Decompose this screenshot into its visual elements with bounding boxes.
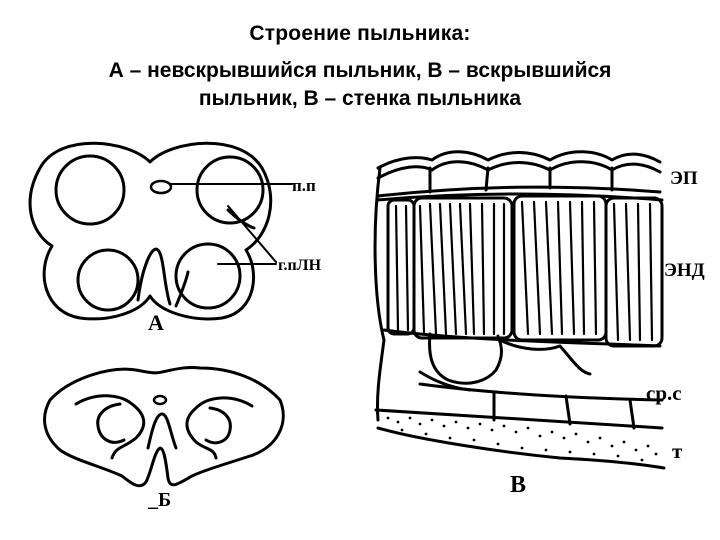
tapetum-lower-edge (376, 426, 666, 470)
figure-b-opened-anther: _Б (43, 366, 285, 511)
tapetum (374, 408, 666, 470)
pollen-sac-top-right (195, 155, 265, 225)
figure-a-unopened-anther: п.п г.пЛН А (28, 141, 322, 335)
wall-fold-a (226, 208, 256, 230)
inner-wall-b-left (74, 394, 146, 460)
figure-v-anther-wall: ЭП ЭНД ср.с т В (373, 150, 705, 498)
subtitle-line-1: А – невскрывшийся пыльник, В – вскрывший… (108, 59, 612, 82)
middle-layer-cells (428, 332, 503, 385)
inner-fold-a (136, 247, 172, 306)
inner-wall-b-right (185, 396, 254, 460)
epidermis-cuticle (376, 160, 662, 180)
endothecium-cell (412, 196, 514, 340)
connective-b (146, 412, 178, 450)
label-ep: ЭП (670, 168, 698, 189)
tapetum-upper-edge (374, 408, 664, 430)
label-end: ЭНД (664, 260, 705, 281)
anther-b-outline (43, 366, 285, 488)
label-src: ср.с (646, 381, 682, 405)
middle-layer-cell-2 (498, 338, 592, 376)
page-title: Строение пыльника: (249, 22, 471, 45)
anther-a-outline (28, 141, 273, 321)
label-t: т (672, 439, 683, 463)
epidermis-cell-wall (484, 166, 490, 192)
middle-layer-cell-wall (564, 394, 572, 426)
label-gpln: г.пЛН (278, 257, 322, 274)
leader-gpln-1 (227, 205, 277, 263)
tapetum-stipple (386, 416, 658, 462)
middle-layer-upper-edge (418, 370, 472, 392)
endothecium (376, 192, 664, 348)
endothecium-cell (604, 196, 664, 348)
endothecium-thickenings (394, 200, 654, 342)
epidermis-outer-edge (376, 150, 662, 170)
pollen-sac-bottom-right (174, 242, 242, 310)
vascular-bundle-a (149, 179, 173, 195)
middle-layer-lower-edge (418, 382, 664, 402)
letter-v: В (510, 472, 526, 498)
letter-b: _Б (147, 489, 171, 511)
pollen-sac-b-left (96, 402, 126, 444)
endothecium-cell (386, 198, 416, 336)
middle-layer (418, 332, 664, 430)
pollen-sac-b-right (204, 406, 232, 445)
vascular-bundle-b (152, 394, 168, 406)
wall-left-edge (373, 166, 386, 422)
letter-a: А (148, 310, 164, 335)
subtitle-line-2: пыльник, В – стенка пыльника (198, 87, 522, 110)
pollen-sac-top-left (54, 154, 126, 226)
middle-layer-cell-wall (628, 398, 636, 430)
epidermis-inner-edge (376, 185, 662, 198)
epidermis (376, 150, 662, 198)
pollen-sac-bottom-left (76, 248, 140, 312)
label-pl: п.п (292, 176, 316, 195)
page-subtitle: А – невскрывшийся пыльник, В – вскрывший… (40, 57, 680, 113)
inner-fold-a-right (174, 270, 190, 308)
